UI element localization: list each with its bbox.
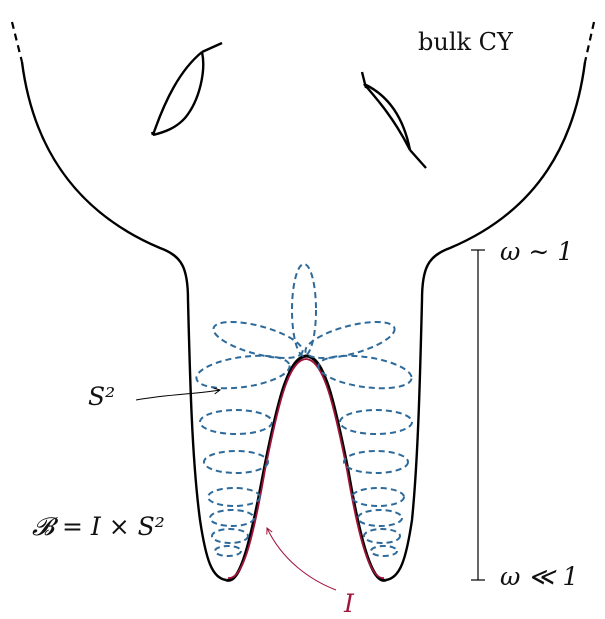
bulk-outline <box>20 61 587 582</box>
sphere-fiber <box>214 545 242 557</box>
sphere-fiber <box>317 354 413 390</box>
base-label: 𝓑 = I × S² <box>32 512 165 541</box>
sphere-label: S² <box>88 382 115 411</box>
sphere-fiber <box>351 487 405 507</box>
sphere-fiber <box>212 320 304 360</box>
sphere-fiber <box>211 528 249 544</box>
sphere-fiber <box>339 409 413 435</box>
bulk-handle-right <box>360 71 427 169</box>
scale-bracket <box>471 249 485 581</box>
sphere-fiber <box>343 450 409 474</box>
sphere-fiber <box>203 450 269 474</box>
sphere-fiber <box>199 409 273 435</box>
sphere-fiber <box>291 263 317 357</box>
sphere-fiber <box>363 528 401 544</box>
sphere-pointer-arrow <box>135 390 220 401</box>
interval-curve <box>227 358 385 579</box>
bulk-handle-left <box>150 41 223 137</box>
sphere-fiber <box>370 545 398 557</box>
omega-bottom-label: ω ≪ 1 <box>500 562 578 591</box>
sphere-fiber <box>207 487 261 507</box>
bulk-left-dashed-edge <box>10 21 24 63</box>
interval-pointer-arrow <box>267 528 337 591</box>
sphere-fibers <box>195 263 413 557</box>
sphere-fiber <box>195 354 291 390</box>
interval-label: I <box>343 589 355 618</box>
sphere-fiber <box>209 509 255 527</box>
bulk-cy-label: bulk CY <box>418 28 514 56</box>
bulk-right-dashed-edge <box>583 21 596 63</box>
omega-top-label: ω ∼ 1 <box>500 237 573 266</box>
sphere-fiber <box>304 320 396 360</box>
throat-inner-outline <box>225 354 387 582</box>
sphere-fiber <box>357 509 403 527</box>
